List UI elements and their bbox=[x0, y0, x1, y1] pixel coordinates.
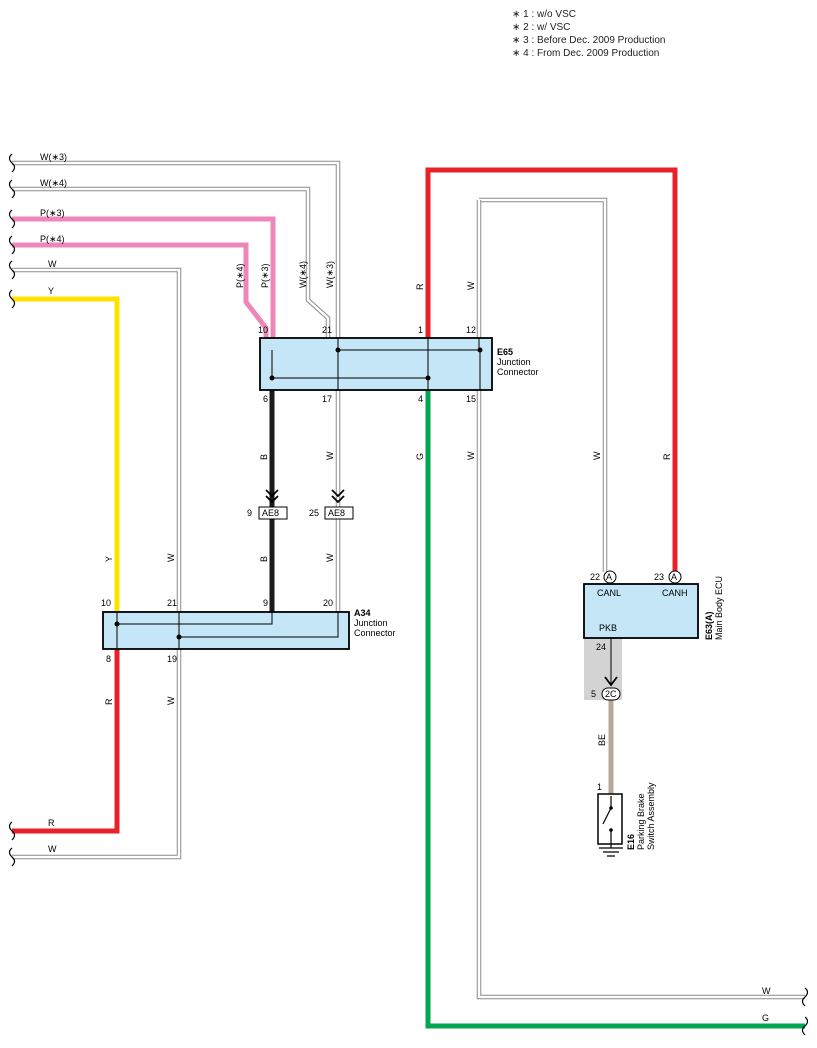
vlabel-b2: B bbox=[259, 556, 269, 562]
a34-pin-8: 8 bbox=[106, 654, 111, 664]
colored-wires bbox=[12, 167, 805, 1029]
e65-pin-10: 10 bbox=[258, 325, 268, 335]
vlabel-w21: W bbox=[166, 553, 176, 562]
a34-code: A34 bbox=[354, 608, 371, 618]
a34-pin-10: 10 bbox=[101, 598, 111, 608]
vlabel-be: BE bbox=[597, 734, 607, 746]
e65-code: E65 bbox=[497, 347, 513, 357]
e63-pin-23: 23 bbox=[654, 572, 664, 582]
white-wires bbox=[12, 160, 805, 1000]
ae8-left-code: AE8 bbox=[262, 508, 279, 518]
e16-parking-brake-switch: 1 E16 Parking Brake Switch Assembly bbox=[597, 782, 656, 857]
wire-label-w: W bbox=[48, 259, 57, 269]
a34-box bbox=[102, 611, 350, 650]
vlabel-b1: B bbox=[259, 454, 269, 460]
a34-name-line2: Connector bbox=[354, 628, 396, 638]
vlabel-r-ecu: R bbox=[662, 453, 672, 460]
note-1: ∗ 1 : w/o VSC bbox=[512, 9, 576, 20]
a34-name-line1: Junction bbox=[354, 618, 388, 628]
vlabel-w4: W(∗4) bbox=[298, 261, 308, 288]
e65-pin-12: 12 bbox=[466, 325, 476, 335]
ae8-right-code: AE8 bbox=[328, 508, 345, 518]
e63-pin-22: 22 bbox=[590, 572, 600, 582]
e63-box bbox=[583, 583, 699, 639]
e63-canl: CANL bbox=[597, 588, 621, 598]
wire-label-p4: P(∗4) bbox=[40, 234, 65, 244]
vlabel-g: G bbox=[415, 453, 425, 460]
e16-code: E16 bbox=[626, 834, 636, 850]
e63-main-body-ecu: A A 22 23 CANL CANH PKB E63(A) Main Body… bbox=[583, 570, 724, 701]
e16-pin-1: 1 bbox=[597, 782, 602, 792]
a34-pin-20: 20 bbox=[323, 598, 333, 608]
ae8-connectors: AE8 9 AE8 25 bbox=[247, 489, 354, 520]
e63-canh: CANH bbox=[662, 588, 688, 598]
left-wire-labels: W(∗3) W(∗4) P(∗3) P(∗4) W Y R W W G bbox=[40, 152, 771, 1023]
e65-pin-15: 15 bbox=[466, 394, 476, 404]
e16-name-line2: Switch Assembly bbox=[646, 782, 656, 850]
e65-name-line2: Connector bbox=[497, 367, 539, 377]
e65-junction-connector: 10 21 1 12 6 17 4 15 E65 Junction Connec… bbox=[258, 325, 539, 404]
e65-pin-6: 6 bbox=[263, 394, 268, 404]
note-2: ∗ 2 : w/ VSC bbox=[512, 22, 570, 33]
wire-label-w-bottom: W bbox=[48, 844, 57, 854]
vlabel-y: Y bbox=[104, 556, 114, 562]
vlabel-r8: R bbox=[104, 698, 114, 705]
e63-conn-a-right: A bbox=[671, 572, 677, 582]
conn-2c-code: 2C bbox=[605, 689, 617, 699]
e63-name: Main Body ECU bbox=[714, 576, 724, 640]
vlabel-w15: W bbox=[466, 451, 476, 460]
vlabel-w3: W(∗3) bbox=[325, 261, 335, 288]
a34-pin-21: 21 bbox=[167, 598, 177, 608]
vlabel-w19: W bbox=[166, 696, 176, 705]
a34-junction-connector: 10 21 9 20 8 19 A34 Junction Connector bbox=[101, 598, 396, 664]
notes-legend: ∗ 1 : w/o VSC ∗ 2 : w/ VSC ∗ 3 : Before … bbox=[512, 9, 665, 59]
e65-pin-4: 4 bbox=[418, 394, 423, 404]
ground-icon bbox=[599, 847, 623, 857]
wire-label-r: R bbox=[48, 818, 55, 828]
vlabel-w-ae8: W bbox=[325, 553, 335, 562]
e65-pin-1: 1 bbox=[418, 325, 423, 335]
wire-label-right-g: G bbox=[762, 1013, 769, 1023]
left-break-marks bbox=[8, 153, 809, 1036]
vlabel-w-top: W bbox=[466, 281, 476, 290]
ae8-left-pin: 9 bbox=[247, 508, 252, 518]
e65-name-line1: Junction bbox=[497, 357, 531, 367]
e16-switch-box bbox=[597, 793, 623, 845]
a34-pin-9: 9 bbox=[263, 598, 268, 608]
wire-label-p3: P(∗3) bbox=[40, 208, 65, 218]
wire-label-w3: W(∗3) bbox=[40, 152, 67, 162]
e63-pkb: PKB bbox=[599, 623, 617, 633]
vlabel-w-ecu: W bbox=[592, 451, 602, 460]
e63-conn-a-left: A bbox=[606, 572, 612, 582]
e16-name-line1: Parking Brake bbox=[636, 793, 646, 850]
wire-label-w4: W(∗4) bbox=[40, 178, 67, 188]
a34-pin-19: 19 bbox=[167, 654, 177, 664]
e65-pin-21: 21 bbox=[322, 325, 332, 335]
wire-label-right-w: W bbox=[762, 986, 771, 996]
vlabel-p3: P(∗3) bbox=[260, 263, 270, 288]
e65-pin-17: 17 bbox=[322, 394, 332, 404]
wire-label-y: Y bbox=[48, 286, 54, 296]
vlabel-r-top: R bbox=[415, 283, 425, 290]
note-3: ∗ 3 : Before Dec. 2009 Production bbox=[512, 35, 665, 46]
note-4: ∗ 4 : From Dec. 2009 Production bbox=[512, 48, 659, 59]
e63-pin-24: 24 bbox=[596, 642, 606, 652]
e63-code: E63(A) bbox=[704, 611, 714, 640]
e65-box bbox=[259, 337, 493, 391]
ae8-right-pin: 25 bbox=[309, 508, 319, 518]
vertical-wire-labels: P(∗4) P(∗3) W(∗4) W(∗3) R W B W G W W R … bbox=[104, 261, 672, 746]
conn-2c-pin: 5 bbox=[591, 689, 596, 699]
vlabel-p4: P(∗4) bbox=[235, 263, 245, 288]
vlabel-w17: W bbox=[325, 451, 335, 460]
